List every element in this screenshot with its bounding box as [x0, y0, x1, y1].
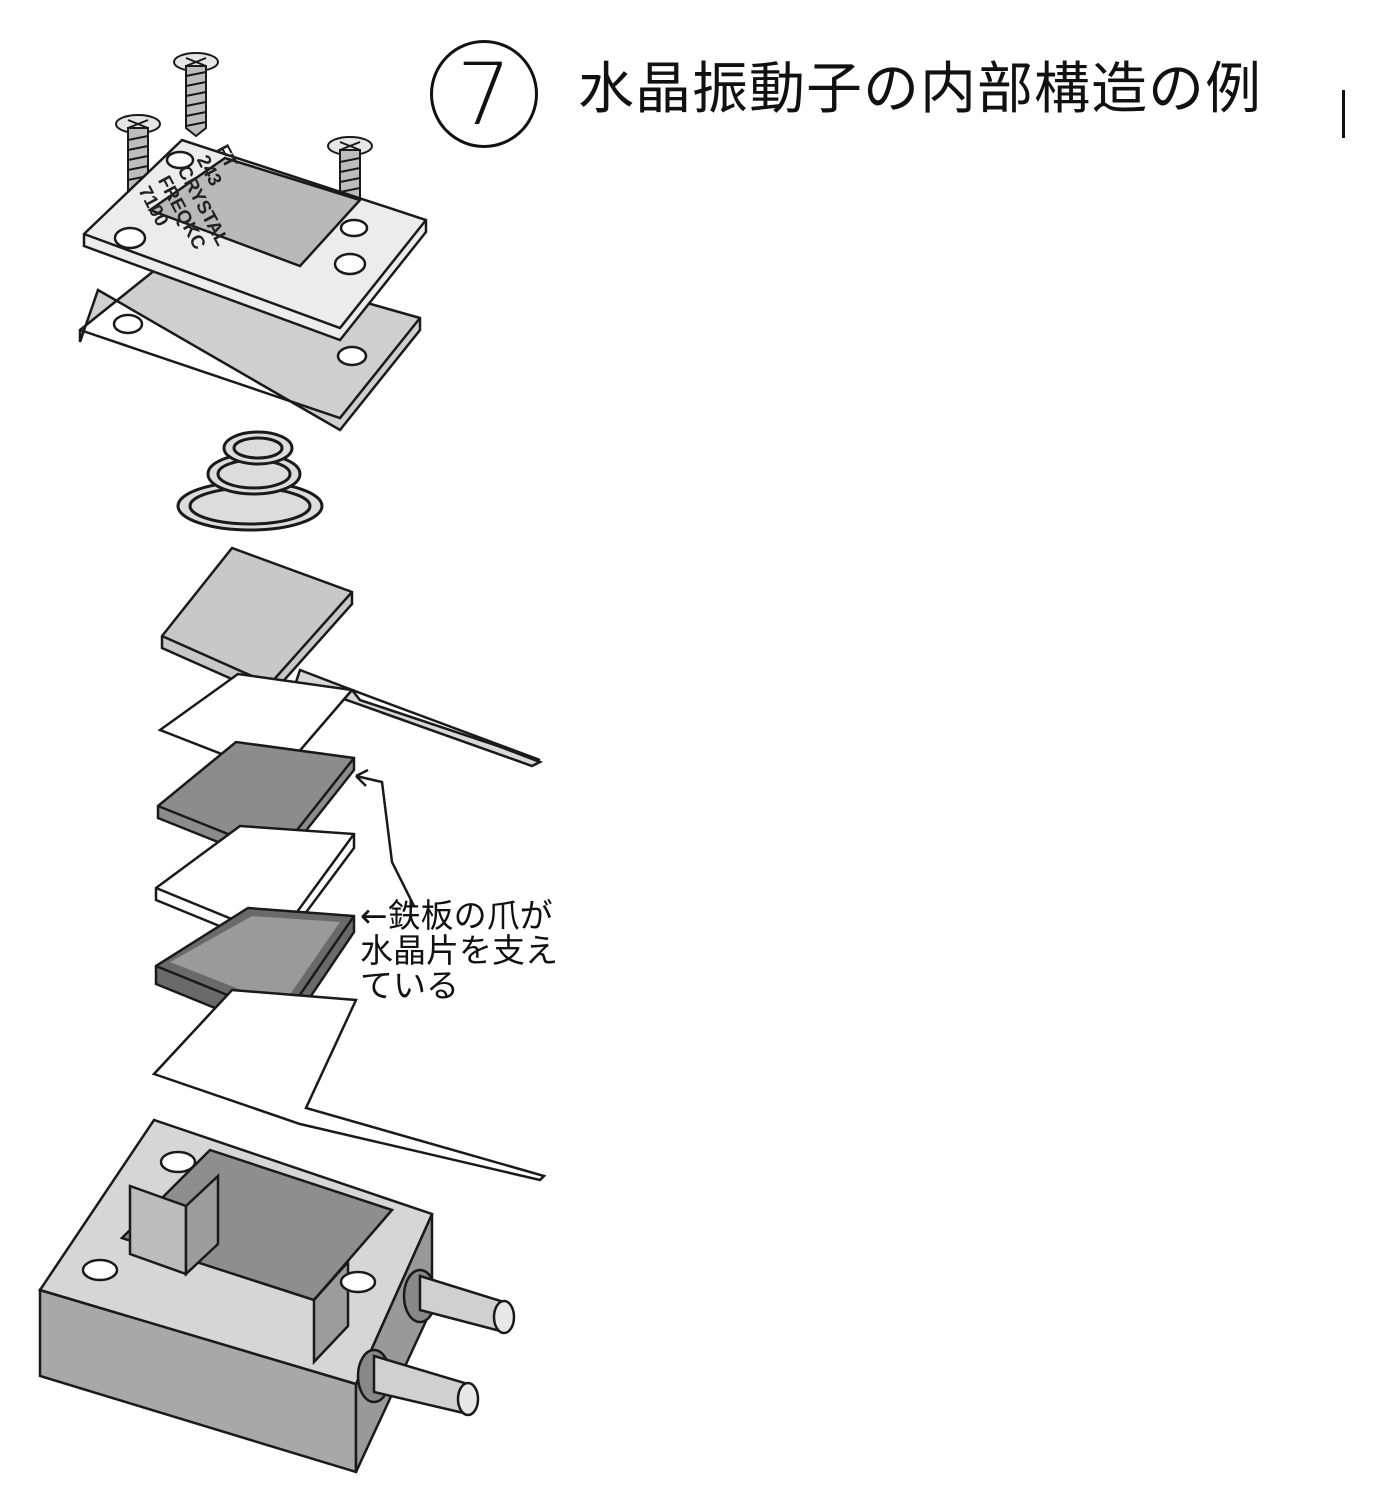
callout-line-2: 水晶片を支え — [360, 931, 558, 970]
figure-title: 7 水晶振動子の内部構造の例 — [430, 36, 1360, 156]
callout-arrow — [355, 768, 416, 907]
figure-number-badge: 7 — [430, 40, 538, 148]
nameplate: FT 243 CRYSTAL FREQKC 7100 — [82, 138, 428, 342]
screw-top — [173, 52, 219, 138]
crystal-housing — [38, 1118, 434, 1474]
pin-upper — [402, 1268, 516, 1335]
electrode-bottom — [151, 988, 547, 1182]
figure-title-text: 水晶振動子の内部構造の例 — [578, 57, 1262, 122]
coil-spring — [176, 430, 324, 532]
callout-annotation: ←鉄板の爪が 水晶片を支え ている — [360, 898, 558, 1003]
spacer-white-upper — [157, 672, 541, 778]
pin-lower — [356, 1348, 480, 1417]
callout-line-1: ←鉄板の爪が — [360, 896, 553, 935]
title-divider-bar — [1342, 90, 1345, 138]
callout-line-3: ている — [360, 966, 459, 1005]
